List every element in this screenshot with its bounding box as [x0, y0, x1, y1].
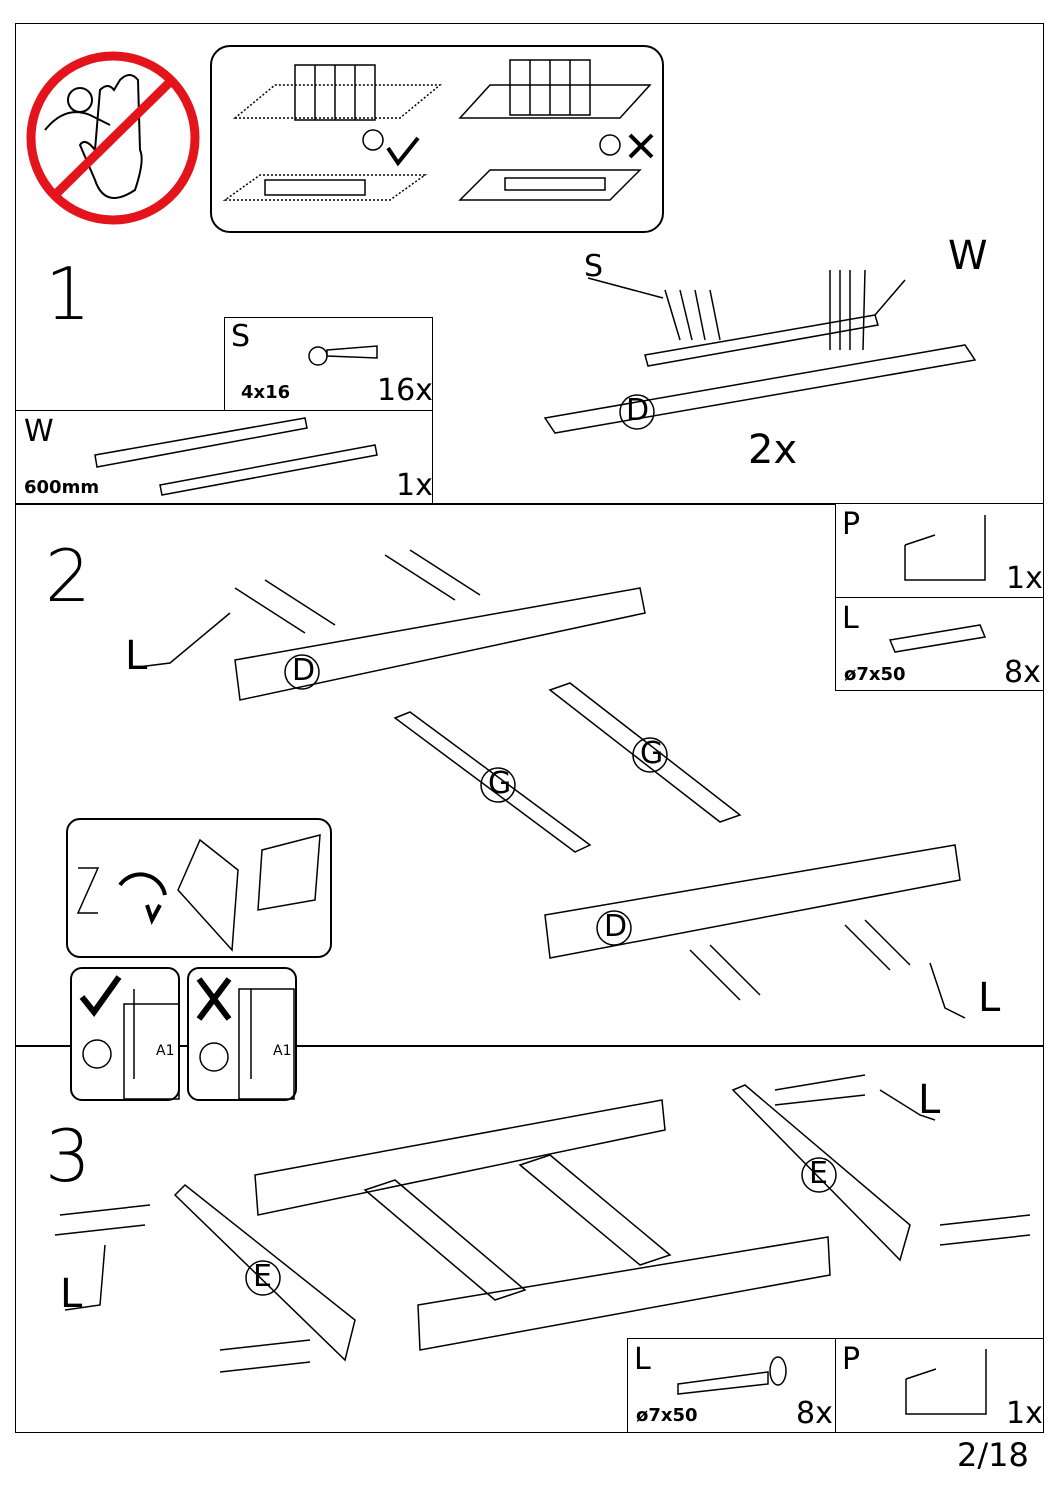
part-size: ø7x50: [636, 1405, 698, 1426]
part-letter: S: [231, 319, 251, 354]
divider: [15, 1045, 1044, 1047]
screw-label: L: [125, 633, 148, 679]
repeat-count: 2x: [748, 427, 798, 473]
divider: [15, 503, 1044, 505]
step-number: 3: [45, 1114, 91, 1198]
part-size: ø7x50: [844, 664, 906, 685]
correct-example: A1: [70, 967, 180, 1101]
part-box-s: S 4x16 16x: [224, 317, 433, 411]
part-box-p: P 1x: [835, 503, 1044, 598]
end-panel-label: E: [253, 1259, 272, 1294]
part-box-l: L ø7x50 8x: [627, 1338, 836, 1433]
check-smiley-icon: [79, 975, 180, 1100]
panel-label: D: [626, 393, 650, 428]
screw-label: L: [918, 1077, 941, 1123]
screw-label: L: [60, 1271, 83, 1317]
part-qty: 1x: [1006, 1396, 1043, 1431]
position-tag: A1: [156, 1043, 175, 1059]
part-letter: L: [842, 601, 859, 636]
part-size: 600mm: [24, 477, 100, 498]
part-letter: W: [24, 414, 54, 449]
connector-screw-icon: [677, 1356, 787, 1395]
part-size: 4x16: [241, 382, 291, 403]
hex-key-icon: [905, 1349, 987, 1415]
step-number: 1: [45, 252, 91, 336]
part-letter: L: [634, 1342, 651, 1377]
position-tag: A1: [273, 1043, 292, 1059]
page-number: 2/18: [957, 1436, 1029, 1474]
slat-label: G: [640, 736, 664, 771]
panel-label: D: [292, 653, 316, 688]
part-qty: 1x: [1006, 561, 1043, 596]
part-letter: P: [842, 507, 861, 542]
wrong-example: A1: [187, 967, 297, 1101]
part-letter: P: [842, 1342, 861, 1377]
screw-label: L: [978, 975, 1001, 1021]
cross-frown-icon: [196, 977, 295, 1100]
step-number: 2: [45, 534, 91, 618]
part-qty: 16x: [377, 373, 433, 408]
part-qty: 8x: [796, 1396, 833, 1431]
part-qty: 1x: [396, 468, 433, 503]
screw-label: S: [584, 249, 604, 284]
floor-protection-panel: [210, 45, 664, 233]
slat-label: G: [488, 766, 512, 801]
page-frame: [15, 23, 1044, 1433]
part-box-p: P 1x: [835, 1338, 1044, 1433]
panel-label: D: [604, 909, 628, 944]
rail-label: W: [948, 233, 988, 279]
part-qty: 8x: [1004, 655, 1041, 690]
end-panel-label: E: [809, 1156, 828, 1191]
